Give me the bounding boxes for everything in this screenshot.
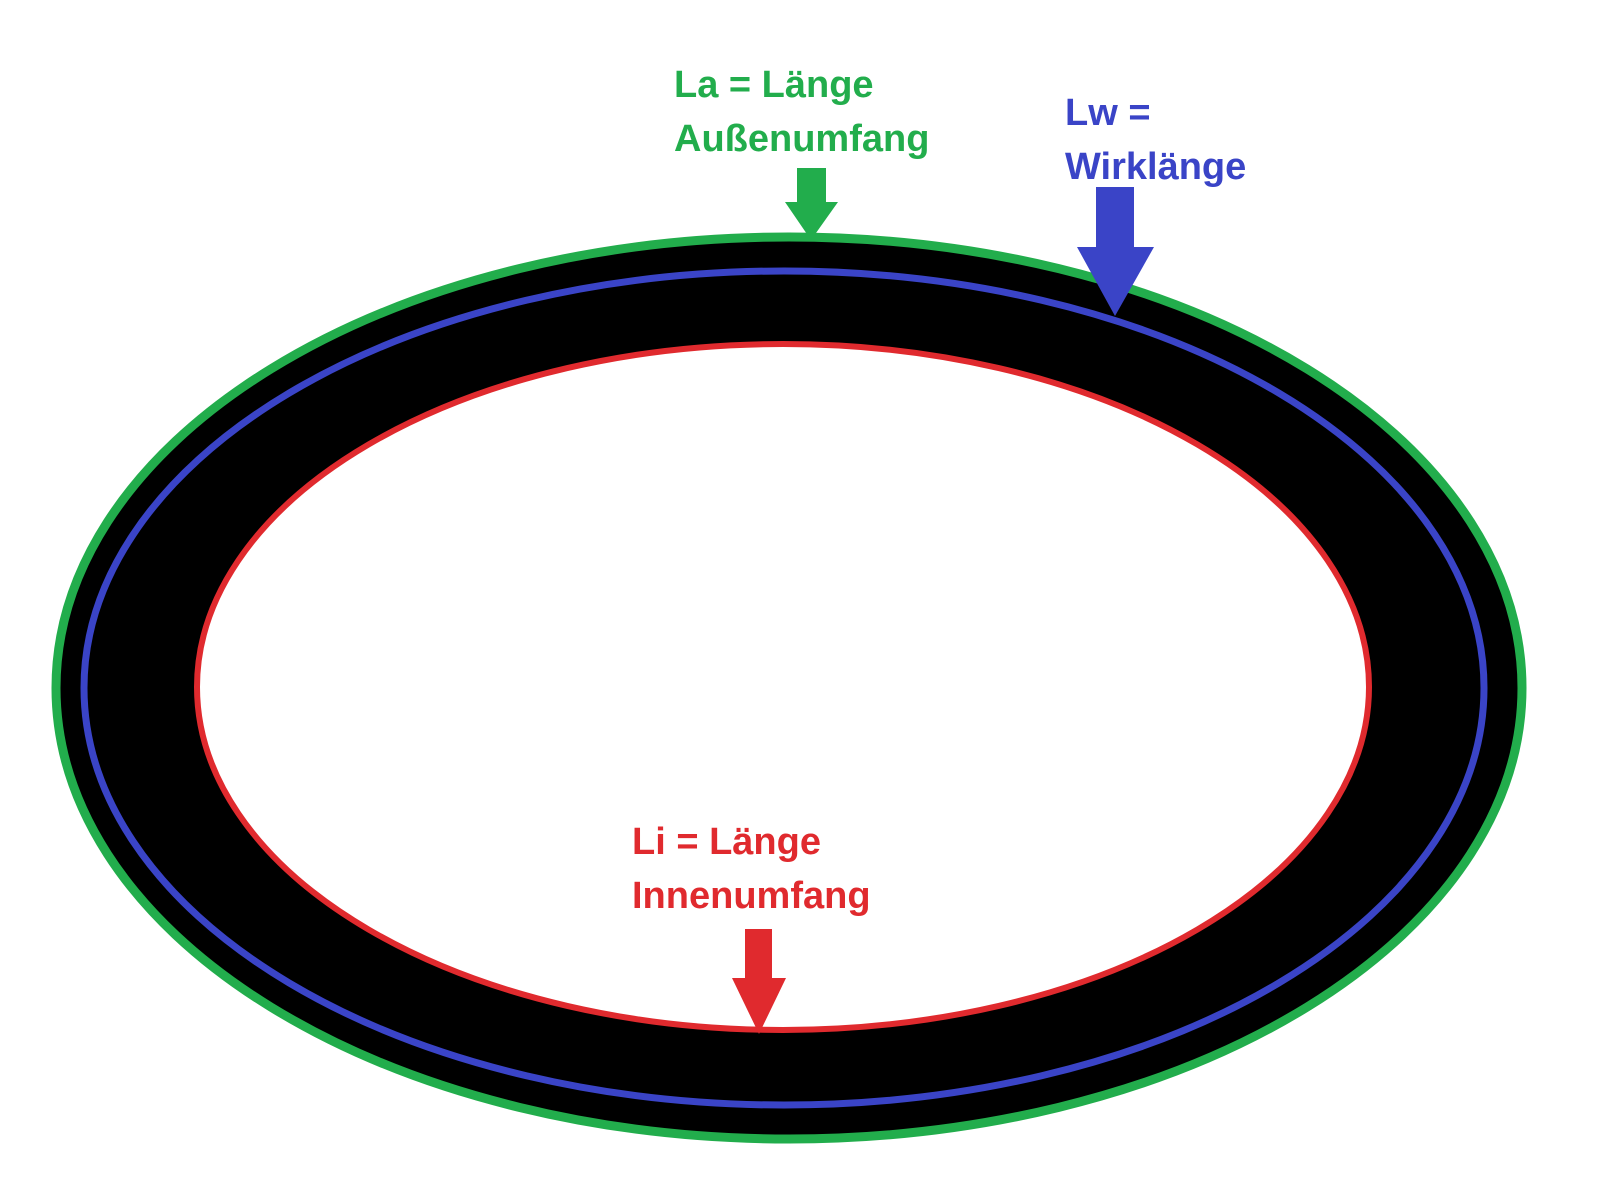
outer-label-line1: La = Länge xyxy=(674,64,874,106)
working-length-arrow xyxy=(1077,187,1154,316)
inner-circumference-label: Li = Länge Innenumfang xyxy=(632,821,871,917)
outer-circumference-arrow xyxy=(785,168,838,240)
working-label-line2: Wirklänge xyxy=(1065,146,1246,188)
inner-label-line1: Li = Länge xyxy=(632,821,821,863)
working-label-line1: Lw = xyxy=(1065,92,1151,134)
inner-circumference-arrow xyxy=(732,929,786,1034)
belt-inner-circumference xyxy=(194,341,1372,1033)
outer-label-line2: Außenumfang xyxy=(674,118,929,160)
outer-circumference-label: La = Länge Außenumfang xyxy=(674,64,929,160)
belt-working-length-line xyxy=(80,267,1488,1109)
working-length-label: Lw = Wirklänge xyxy=(1065,92,1246,188)
inner-label-line2: Innenumfang xyxy=(632,875,871,917)
